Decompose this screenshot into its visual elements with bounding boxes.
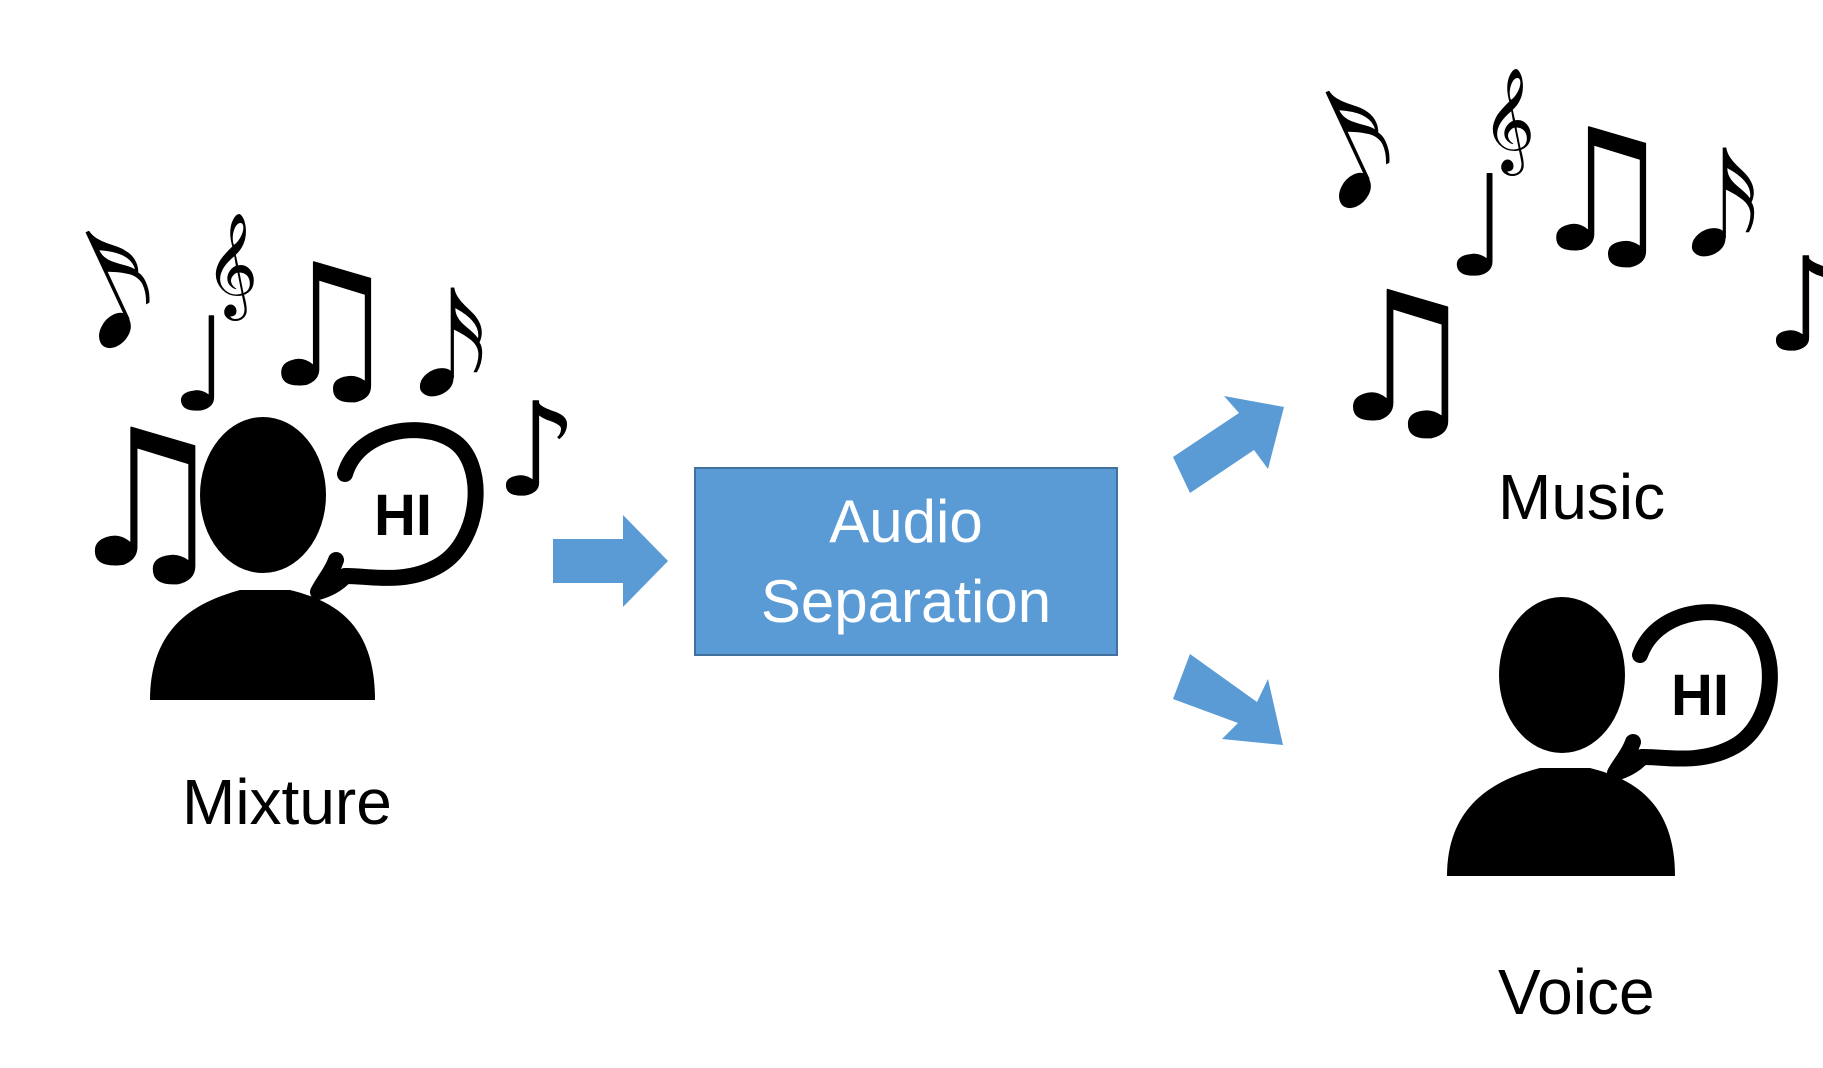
music-notes-output-icon: 𝅘𝅥𝅯 𝄞 ♩ ♫ 𝅘𝅥𝅯 ♪ ♫ [1281, 55, 1823, 463]
beamed-notes-icon-3: ♫ [1525, 93, 1677, 291]
process-label-line-1: Audio [829, 487, 983, 555]
sixteenth-note-icon-2: 𝅘𝅥𝅯 [415, 266, 488, 429]
music-output-arrow-icon [1173, 396, 1284, 493]
music-label: Music [1498, 461, 1666, 533]
mixture-speech-text: HI [374, 483, 432, 548]
voice-label: Voice [1498, 956, 1655, 1028]
mixture-speech-bubble-icon: HI [310, 422, 484, 600]
voice-person-icon [1447, 597, 1675, 876]
sixteenth-note-icon-1: 𝅘𝅥𝅯 [41, 195, 185, 386]
quarter-note-icon-2: ♩ [1445, 146, 1511, 309]
sixteenth-note-icon-4: 𝅘𝅥𝅯 [1687, 126, 1760, 289]
mixture-person-icon [150, 417, 375, 700]
audio-separation-box: Audio Separation [694, 467, 1118, 656]
quarter-note-icon-1: ♩ [170, 289, 231, 441]
eighth-note-icon-1: ♪ [495, 374, 578, 526]
treble-clef-icon-1: 𝄞 [205, 212, 258, 321]
voice-speech-bubble-icon: HI [1607, 604, 1778, 781]
eighth-note-icon-2: ♪ [1765, 229, 1823, 381]
sixteenth-note-icon-3: 𝅘𝅥𝅯 [1281, 55, 1425, 246]
beamed-notes-icon-4: ♫ [1320, 254, 1481, 463]
process-label-line-2: Separation [760, 567, 1052, 635]
voice-output-arrow-icon [1173, 654, 1283, 745]
treble-clef-icon-2: 𝄞 [1482, 67, 1535, 176]
beamed-notes-icon-2: ♫ [250, 228, 402, 426]
voice-speech-text: HI [1671, 663, 1729, 728]
input-arrow-icon [553, 515, 668, 607]
mixture-label: Mixture [182, 766, 392, 838]
mixture-music-notes-icon: ♫ 𝅘𝅥𝅯 𝄞 ♩ ♫ 𝅘𝅥𝅯 ♪ [41, 195, 578, 610]
